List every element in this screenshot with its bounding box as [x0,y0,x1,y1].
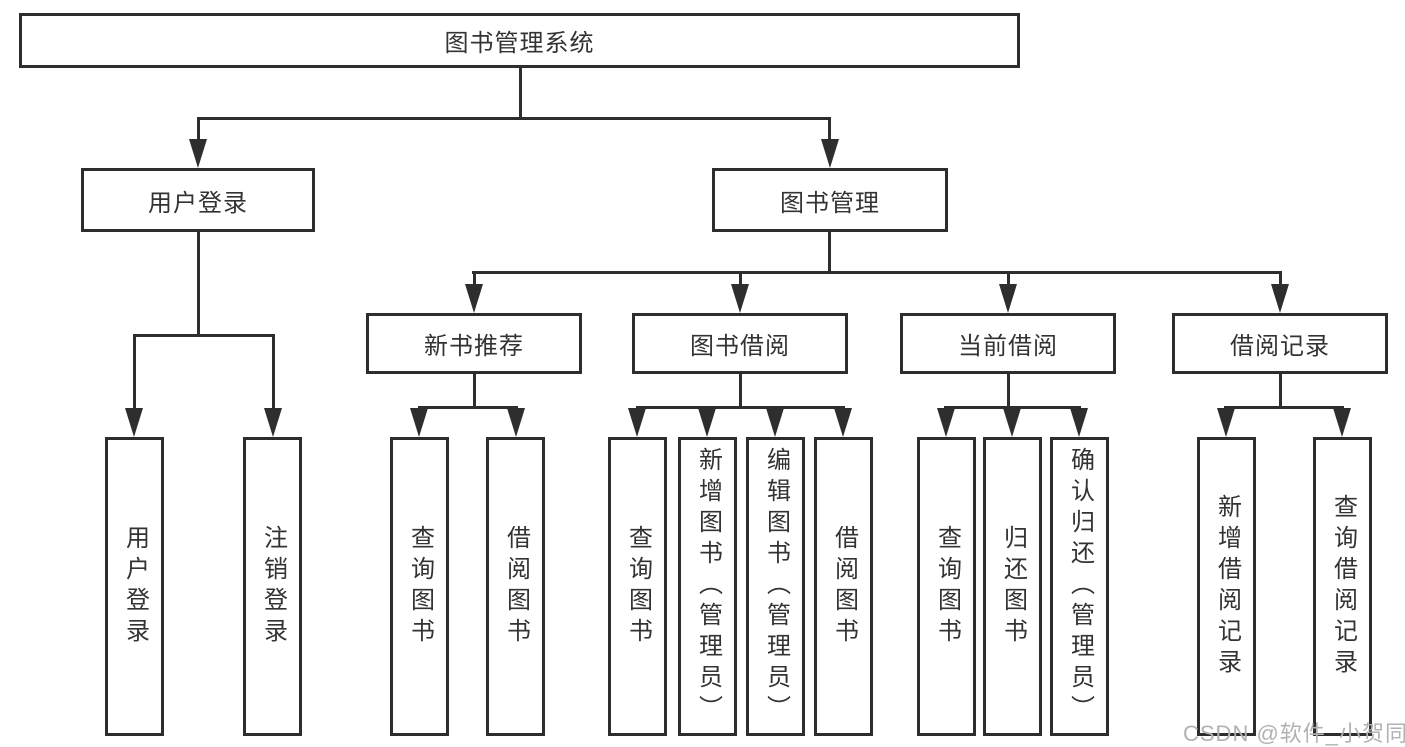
leaf-borrow-books-1-label: 借阅图书 [502,524,530,649]
connector-bookborrow-vertical [739,374,742,409]
arrow-down-query-books-2 [628,408,646,437]
leaf-query-borrow-record: 查询借阅记录 [1313,437,1372,736]
leaf-add-books-admin-label: 新增图书（管理员） [694,447,722,726]
node-borrow-records: 借阅记录 [1172,313,1388,374]
connector-root-horizontal [197,117,831,120]
connector-root-vertical [519,66,522,120]
leaf-logout: 注销登录 [243,437,302,736]
arrow-down-query-record [1333,408,1351,437]
arrow-down-leaf-login [125,408,143,437]
leaf-edit-books-admin: 编辑图书（管理员） [746,437,805,736]
node-root-label: 图书管理系统 [444,30,595,57]
node-root-system: 图书管理系统 [19,13,1020,68]
node-book-borrow-label: 图书借阅 [690,333,790,360]
leaf-confirm-return-admin-label: 确认归还（管理员） [1066,447,1094,726]
arrow-down-book-mgmt [821,139,839,168]
connector-drop-leaf-logout [272,334,275,410]
arrow-down-add-record [1217,408,1235,437]
connector-newbook-vertical [473,374,476,409]
arrow-down-edit-books [766,408,784,437]
leaf-query-books-3-label: 查询图书 [933,524,961,649]
leaf-borrow-books-2-label: 借阅图书 [830,524,858,649]
node-borrow-records-label: 借阅记录 [1230,333,1330,360]
arrow-down-newbook [465,284,483,313]
node-new-book-recommend-label: 新书推荐 [424,333,524,360]
leaf-user-login-label: 用户登录 [121,524,149,649]
connector-drop-bookborrow [739,271,742,288]
node-user-login-label: 用户登录 [148,189,248,217]
csdn-watermark: CSDN @软件_小贺同学 [1183,721,1405,746]
leaf-user-login: 用户登录 [105,437,164,736]
leaf-query-books-3: 查询图书 [917,437,976,736]
connector-bookmgmt-horizontal [472,271,1282,274]
leaf-return-books: 归还图书 [983,437,1042,736]
arrow-down-bookborrow [731,284,749,313]
connector-borrowrecords-vertical [1279,374,1282,409]
leaf-add-books-admin: 新增图书（管理员） [678,437,737,736]
leaf-query-books-1-label: 查询图书 [406,524,434,649]
leaf-add-borrow-record-label: 新增借阅记录 [1213,493,1241,680]
connector-drop-newbook [473,271,476,288]
leaf-return-books-label: 归还图书 [999,524,1027,649]
connector-drop-borrowrecords [1279,271,1282,288]
node-user-login: 用户登录 [81,168,315,232]
connector-currentborrow-vertical [1007,374,1010,409]
arrow-down-query-books-1 [410,408,428,437]
node-current-borrow-label: 当前借阅 [958,333,1058,360]
connector-borrowrecords-horizontal [1224,406,1344,409]
node-book-management-label: 图书管理 [780,189,880,217]
arrow-down-borrow-books-2 [834,408,852,437]
leaf-query-borrow-record-label: 查询借阅记录 [1329,493,1357,680]
connector-userlogin-horizontal [133,334,275,337]
leaf-edit-books-admin-label: 编辑图书（管理员） [762,447,790,726]
arrow-down-confirm-return [1070,408,1088,437]
connector-userlogin-vertical [197,232,200,335]
arrow-down-borrow-books-1 [507,408,525,437]
node-book-borrow: 图书借阅 [632,313,848,374]
leaf-logout-label: 注销登录 [259,524,287,649]
arrow-down-query-books-3 [937,408,955,437]
arrow-down-currentborrow [999,284,1017,313]
arrow-down-return-books [1003,408,1021,437]
leaf-borrow-books-2: 借阅图书 [814,437,873,736]
node-current-borrow: 当前借阅 [900,313,1116,374]
connector-drop-book-mgmt [828,117,831,141]
leaf-query-books-2-label: 查询图书 [624,524,652,649]
arrow-down-user-login [189,139,207,168]
leaf-confirm-return-admin: 确认归还（管理员） [1050,437,1109,736]
leaf-query-books-1: 查询图书 [390,437,449,736]
node-book-management: 图书管理 [712,168,948,232]
connector-bookmgmt-vertical [828,232,831,274]
connector-drop-user-login [197,117,200,141]
arrow-down-add-books [698,408,716,437]
connector-currentborrow-horizontal [944,406,1081,409]
arrow-down-leaf-logout [264,408,282,437]
connector-bookborrow-horizontal [636,406,845,409]
leaf-add-borrow-record: 新增借阅记录 [1197,437,1256,736]
connector-drop-currentborrow [1007,271,1010,288]
leaf-borrow-books-1: 借阅图书 [486,437,545,736]
leaf-query-books-2: 查询图书 [608,437,667,736]
arrow-down-borrowrecords [1271,284,1289,313]
node-new-book-recommend: 新书推荐 [366,313,582,374]
connector-newbook-horizontal [418,406,518,409]
connector-drop-leaf-login [133,334,136,410]
